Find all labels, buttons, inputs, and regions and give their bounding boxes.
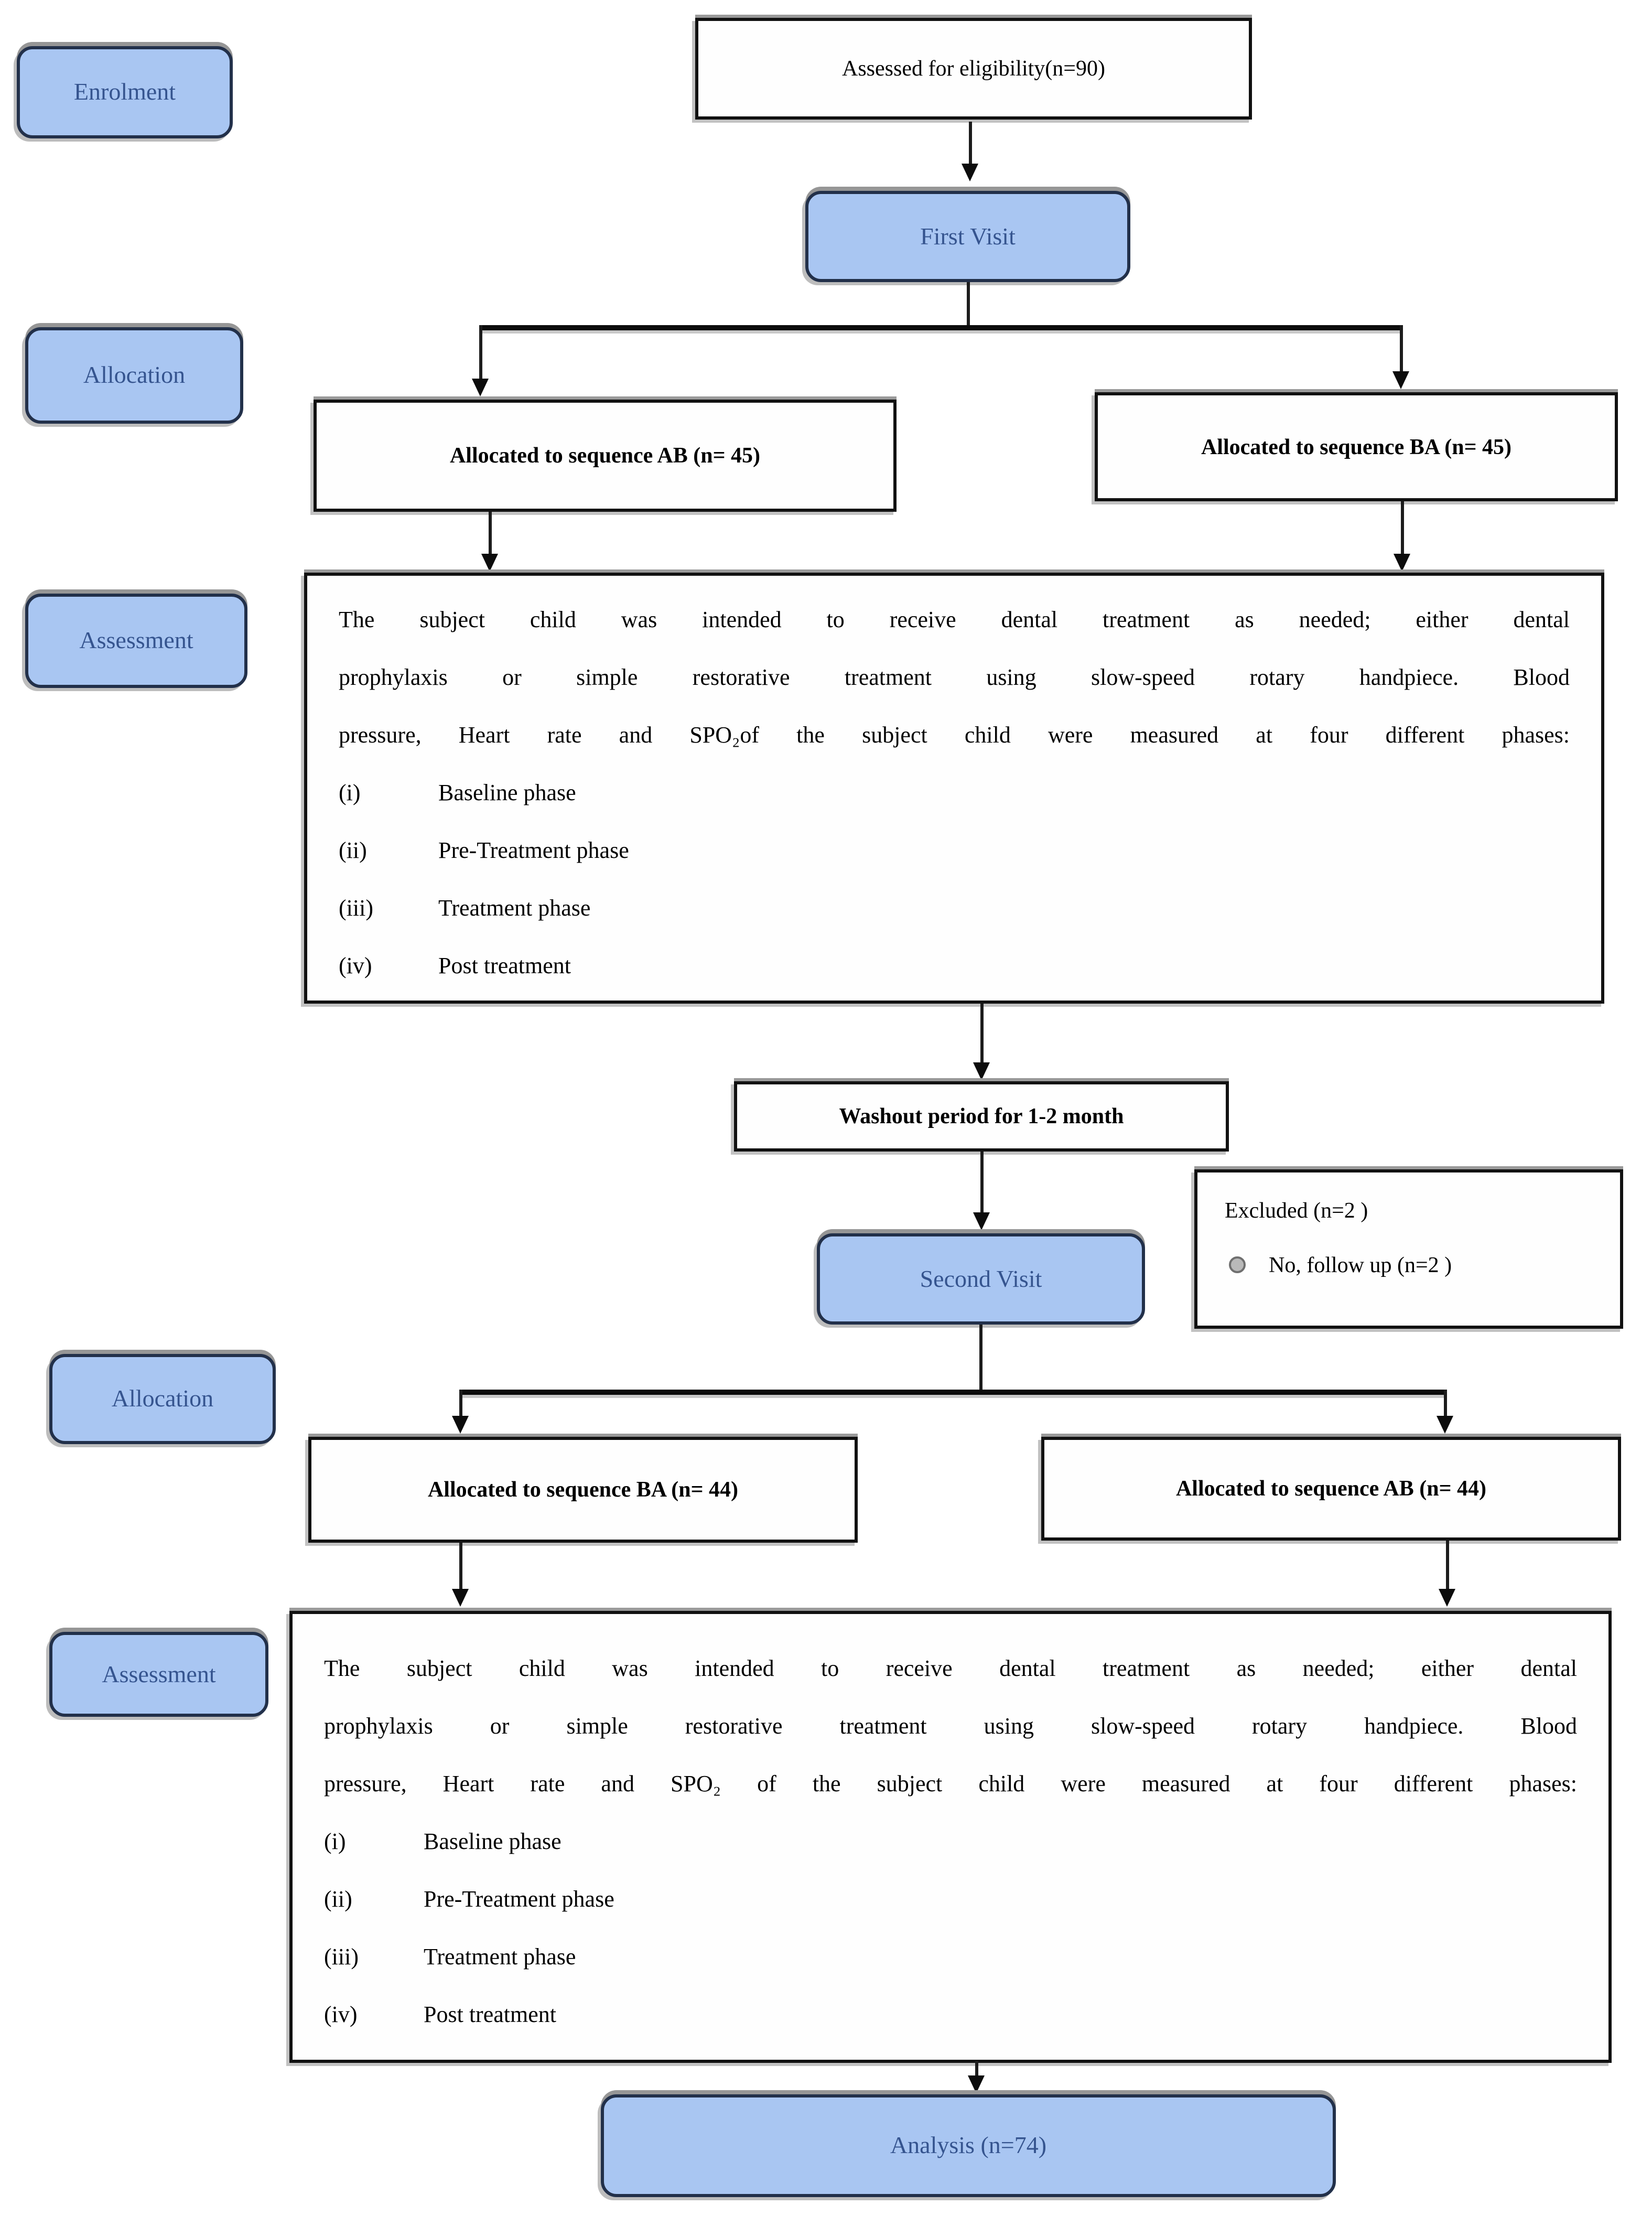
arrowhead-down-icon xyxy=(452,1416,469,1434)
node-allocated-ba-45: Allocated to sequence BA (n= 45) xyxy=(1095,392,1618,501)
assessment-paragraph-line: pressure, Heart rate and SPO₂ of the sub… xyxy=(324,1770,1577,1797)
circle-bullet-icon xyxy=(1229,1256,1246,1273)
arrowhead-down-icon xyxy=(481,554,498,572)
phase-text: Pre-Treatment phase xyxy=(438,837,629,863)
phase-numeral: (i) xyxy=(324,1828,346,1854)
phase-numeral: (ii) xyxy=(339,837,367,863)
node-allocated-ba-44: Allocated to sequence BA (n= 44) xyxy=(308,1437,858,1543)
phase-list-item: (iv) Post treatment xyxy=(339,937,1570,994)
connector-line xyxy=(1400,325,1403,373)
connector-line xyxy=(1444,1390,1447,1417)
phase-numeral: (ii) xyxy=(324,1886,352,1912)
arrowhead-down-icon xyxy=(973,1212,990,1230)
phase-numeral: (iii) xyxy=(339,895,373,921)
node-analysis: Analysis (n=74) xyxy=(601,2094,1336,2197)
phase-numeral: (i) xyxy=(339,779,361,805)
phase-list-item: (ii) Pre-Treatment phase xyxy=(339,821,1570,879)
connector-line xyxy=(459,1543,462,1591)
arrowhead-down-icon xyxy=(1437,1416,1453,1434)
phase-list-item: (i) Baseline phase xyxy=(324,1812,1577,1870)
arrowhead-down-icon xyxy=(452,1589,469,1607)
connector-line xyxy=(967,282,970,327)
arrowhead-down-icon xyxy=(472,379,489,396)
stage-label-allocation-2: Allocation xyxy=(49,1354,276,1444)
node-assessment-details-2: The subject child was intended to receiv… xyxy=(289,1611,1612,2063)
node-first-visit: First Visit xyxy=(805,191,1130,282)
connector-line xyxy=(980,1004,984,1064)
stage-label-enrolment: Enrolment xyxy=(17,46,233,138)
excluded-item-text: No, follow up (n=2 ) xyxy=(1269,1252,1452,1277)
connector-line xyxy=(980,1152,984,1214)
phase-text: Baseline phase xyxy=(438,779,576,805)
assessment-paragraph-line: The subject child was intended to receiv… xyxy=(324,1655,1577,1681)
connector-line xyxy=(979,1325,982,1390)
arrowhead-down-icon xyxy=(962,164,978,181)
stage-label-assessment-2: Assessment xyxy=(49,1632,268,1717)
phase-text: Baseline phase xyxy=(424,1828,562,1854)
phase-text: Post treatment xyxy=(424,2001,556,2027)
node-assessed-for-eligibility: Assessed for eligibility(n=90) xyxy=(695,18,1252,120)
connector-line xyxy=(1446,1541,1449,1591)
phase-list-item: (ii) Pre-Treatment phase xyxy=(324,1870,1577,1928)
connector-line xyxy=(460,1390,1446,1395)
connector-line xyxy=(480,325,1403,330)
phase-list-item: (i) Baseline phase xyxy=(339,763,1570,821)
arrowhead-down-icon xyxy=(968,2075,985,2093)
connector-line xyxy=(1401,501,1404,556)
arrowhead-down-icon xyxy=(1439,1589,1455,1607)
phase-text: Pre-Treatment phase xyxy=(424,1886,614,1912)
phase-numeral: (iii) xyxy=(324,1943,359,1970)
arrowhead-down-icon xyxy=(973,1062,990,1080)
stage-label-allocation-1: Allocation xyxy=(25,327,243,424)
assessment-paragraph-line: prophylaxis or simple restorative treatm… xyxy=(324,1713,1577,1739)
connector-line xyxy=(479,325,482,382)
stage-label-assessment-1: Assessment xyxy=(25,594,247,688)
assessment-paragraph-line: The subject child was intended to receiv… xyxy=(339,606,1570,632)
node-second-visit: Second Visit xyxy=(817,1233,1145,1325)
phase-text: Treatment phase xyxy=(438,895,591,921)
phase-numeral: (iv) xyxy=(339,952,372,978)
assessment-paragraph-line: pressure, Heart rate and SPO₂of the subj… xyxy=(339,722,1570,748)
excluded-item: No, follow up (n=2 ) xyxy=(1225,1238,1593,1292)
excluded-title: Excluded (n=2 ) xyxy=(1225,1198,1368,1223)
connector-line xyxy=(975,2061,978,2078)
node-allocated-ab-45: Allocated to sequence AB (n= 45) xyxy=(314,400,897,512)
connector-line xyxy=(969,122,972,168)
node-washout-period: Washout period for 1-2 month xyxy=(734,1081,1229,1152)
connector-line xyxy=(459,1390,462,1417)
arrowhead-down-icon xyxy=(1392,371,1409,389)
node-assessment-details-1: The subject child was intended to receiv… xyxy=(304,573,1604,1004)
arrowhead-down-icon xyxy=(1394,554,1410,572)
phase-list-item: (iii) Treatment phase xyxy=(324,1928,1577,1985)
phase-list-item: (iii) Treatment phase xyxy=(339,879,1570,937)
phase-text: Treatment phase xyxy=(424,1943,576,1970)
phase-list-item: (iv) Post treatment xyxy=(324,1985,1577,2043)
node-allocated-ab-44: Allocated to sequence AB (n= 44) xyxy=(1041,1437,1621,1541)
phase-numeral: (iv) xyxy=(324,2001,358,2027)
node-excluded: Excluded (n=2 ) No, follow up (n=2 ) xyxy=(1194,1169,1623,1329)
assessment-paragraph-line: prophylaxis or simple restorative treatm… xyxy=(339,664,1570,690)
connector-line xyxy=(489,512,492,556)
phase-text: Post treatment xyxy=(438,952,571,978)
